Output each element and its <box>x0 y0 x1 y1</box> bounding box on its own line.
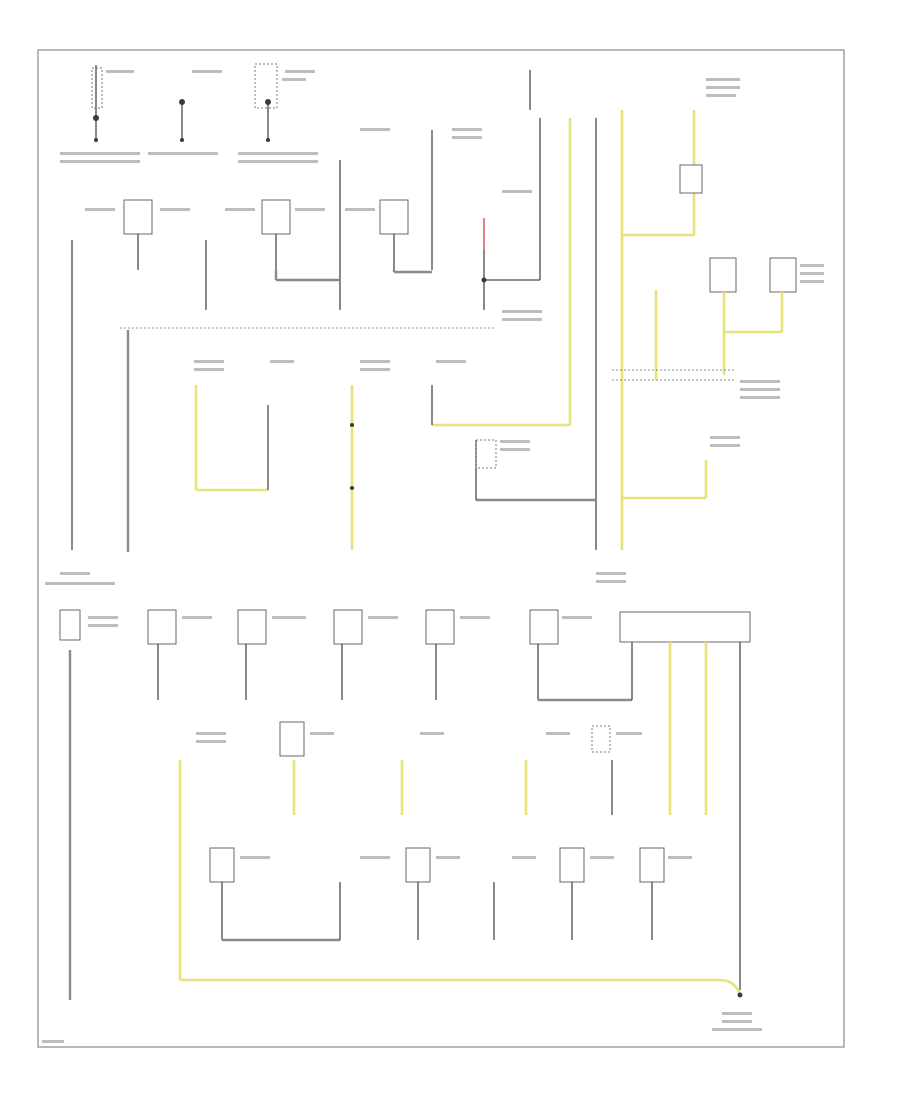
right-upper-cluster <box>475 78 824 550</box>
middle-sensors <box>126 330 530 552</box>
diagram-frame <box>37 49 845 1048</box>
ignition-coils-row <box>71 128 482 550</box>
bottom-injectors-row <box>209 847 692 942</box>
lower-sensors-row <box>178 721 742 996</box>
top-left-sensors <box>60 63 318 163</box>
bottom-ground <box>42 992 762 1043</box>
lower-modules-row <box>59 609 751 1000</box>
center-top-wiring <box>432 70 572 427</box>
